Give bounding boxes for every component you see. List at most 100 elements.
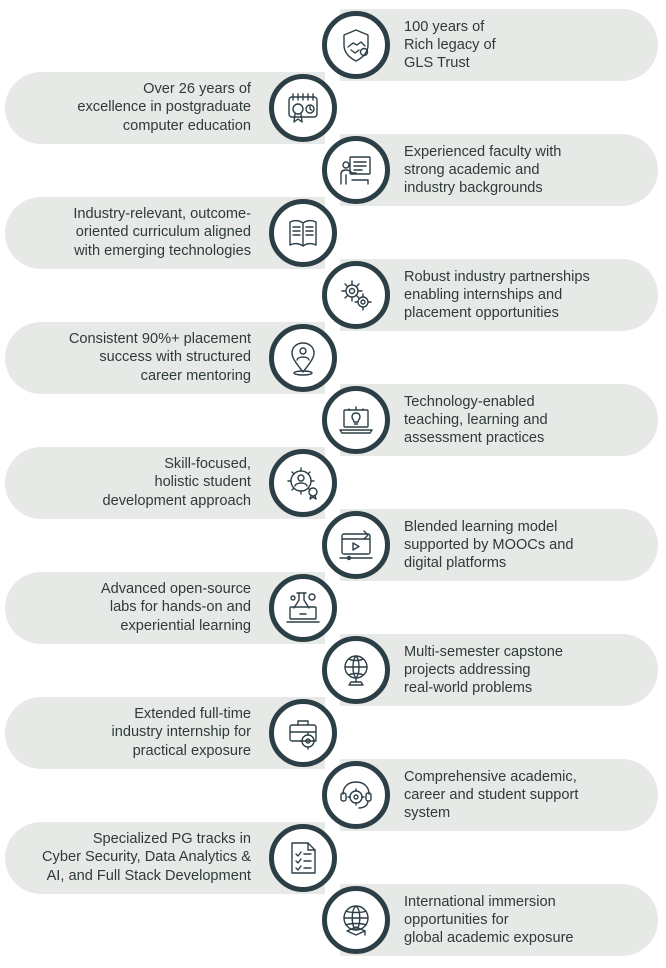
feature-text-line: placement opportunities bbox=[404, 305, 559, 322]
globe-project-icon bbox=[337, 651, 375, 689]
feature-pill-background bbox=[340, 9, 658, 81]
feature-pill-background bbox=[340, 634, 658, 706]
feature-text-line: career mentoring bbox=[140, 367, 251, 384]
feature-pill-background bbox=[340, 259, 658, 331]
icon-circle bbox=[322, 136, 390, 204]
feature-text-line: Skill-focused, bbox=[164, 456, 251, 473]
feature-text-line: Multi-semester capstone bbox=[404, 643, 563, 660]
feature-text-line: Technology-enabled bbox=[404, 393, 535, 410]
icon-circle bbox=[269, 198, 337, 267]
feature-text-line: 100 years of bbox=[404, 18, 485, 35]
feature-text-line: Specialized PG tracks in bbox=[92, 831, 251, 848]
feature-text-line: success with structured bbox=[99, 349, 251, 366]
feature-pill-background bbox=[340, 884, 658, 956]
laptop-idea-icon bbox=[337, 401, 375, 439]
feature-text-line: development approach bbox=[102, 492, 251, 509]
feature-text-line: practical exposure bbox=[132, 742, 251, 759]
gear-person-icon bbox=[284, 464, 322, 502]
icon-circle bbox=[269, 73, 337, 142]
feature-text-line: Comprehensive academic, bbox=[404, 768, 577, 785]
feature-text-line: holistic student bbox=[154, 474, 251, 491]
feature-text-line: opportunities for bbox=[404, 911, 509, 928]
feature-text-line: teaching, learning and bbox=[404, 411, 548, 428]
icon-circle bbox=[269, 823, 337, 892]
feature-text-line: labs for hands-on and bbox=[109, 599, 251, 616]
lab-laptop-icon bbox=[284, 589, 322, 627]
calendar-award-icon bbox=[284, 89, 322, 127]
feature-text-line: Cyber Security, Data Analytics & bbox=[42, 849, 251, 866]
feature-text-line: real-world problems bbox=[404, 680, 533, 697]
checklist-document-icon bbox=[284, 839, 322, 877]
icon-circle bbox=[322, 886, 390, 954]
feature-text-line: system bbox=[404, 805, 451, 822]
feature-text-line: digital platforms bbox=[404, 555, 507, 572]
location-person-icon bbox=[284, 339, 322, 377]
feature-text-line: Extended full-time bbox=[134, 706, 251, 723]
feature-text-line: excellence in postgraduate bbox=[77, 99, 251, 116]
feature-text-line: enabling internships and bbox=[404, 286, 563, 303]
handshake-shield-icon bbox=[337, 26, 375, 64]
icon-circle bbox=[269, 323, 337, 392]
icon-circle bbox=[322, 636, 390, 704]
feature-pill-background bbox=[340, 759, 658, 831]
open-book-icon bbox=[284, 214, 322, 252]
video-learning-icon bbox=[337, 526, 375, 564]
feature-item: Industry-relevant, outcome-oriented curr… bbox=[0, 196, 666, 269]
feature-text-line: GLS Trust bbox=[404, 55, 470, 72]
feature-pill-background bbox=[340, 134, 658, 206]
feature-text: Comprehensive academic,career and studen… bbox=[404, 759, 654, 831]
feature-text-line: Industry-relevant, outcome- bbox=[73, 206, 251, 223]
feature-text-line: strong academic and bbox=[404, 161, 540, 178]
feature-pill-background bbox=[340, 509, 658, 581]
feature-text-line: with emerging technologies bbox=[74, 242, 251, 259]
icon-circle bbox=[322, 386, 390, 454]
feature-text-line: oriented curriculum aligned bbox=[75, 224, 251, 241]
feature-item: Comprehensive academic,career and studen… bbox=[0, 759, 666, 831]
feature-text-line: career and student support bbox=[404, 786, 579, 803]
feature-text: Industry-relevant, outcome-oriented curr… bbox=[10, 197, 251, 269]
feature-text-line: assessment practices bbox=[404, 430, 545, 447]
feature-text-line: Experienced faculty with bbox=[404, 143, 562, 160]
feature-text-line: global academic exposure bbox=[404, 930, 574, 947]
feature-text-line: Robust industry partnerships bbox=[404, 268, 590, 285]
feature-text-line: industry backgrounds bbox=[404, 180, 543, 197]
icon-circle bbox=[322, 11, 390, 79]
teacher-presentation-icon bbox=[337, 151, 375, 189]
feature-text-line: Rich legacy of bbox=[404, 36, 496, 53]
feature-text-line: International immersion bbox=[404, 893, 556, 910]
feature-text-line: Over 26 years of bbox=[143, 81, 251, 98]
feature-text-line: industry internship for bbox=[111, 724, 251, 741]
gears-icon bbox=[337, 276, 375, 314]
feature-text-line: Advanced open-source bbox=[100, 581, 251, 598]
icon-circle bbox=[322, 511, 390, 579]
feature-text-line: projects addressing bbox=[404, 661, 531, 678]
icon-circle bbox=[269, 698, 337, 767]
globe-graduation-cap-icon bbox=[337, 901, 375, 939]
feature-text-line: AI, and Full Stack Development bbox=[46, 867, 251, 884]
support-gears-icon bbox=[337, 776, 375, 814]
feature-text-line: Consistent 90%+ placement bbox=[68, 331, 251, 348]
icon-circle bbox=[269, 448, 337, 517]
feature-text-line: Blended learning model bbox=[404, 518, 558, 535]
icon-circle bbox=[269, 573, 337, 642]
